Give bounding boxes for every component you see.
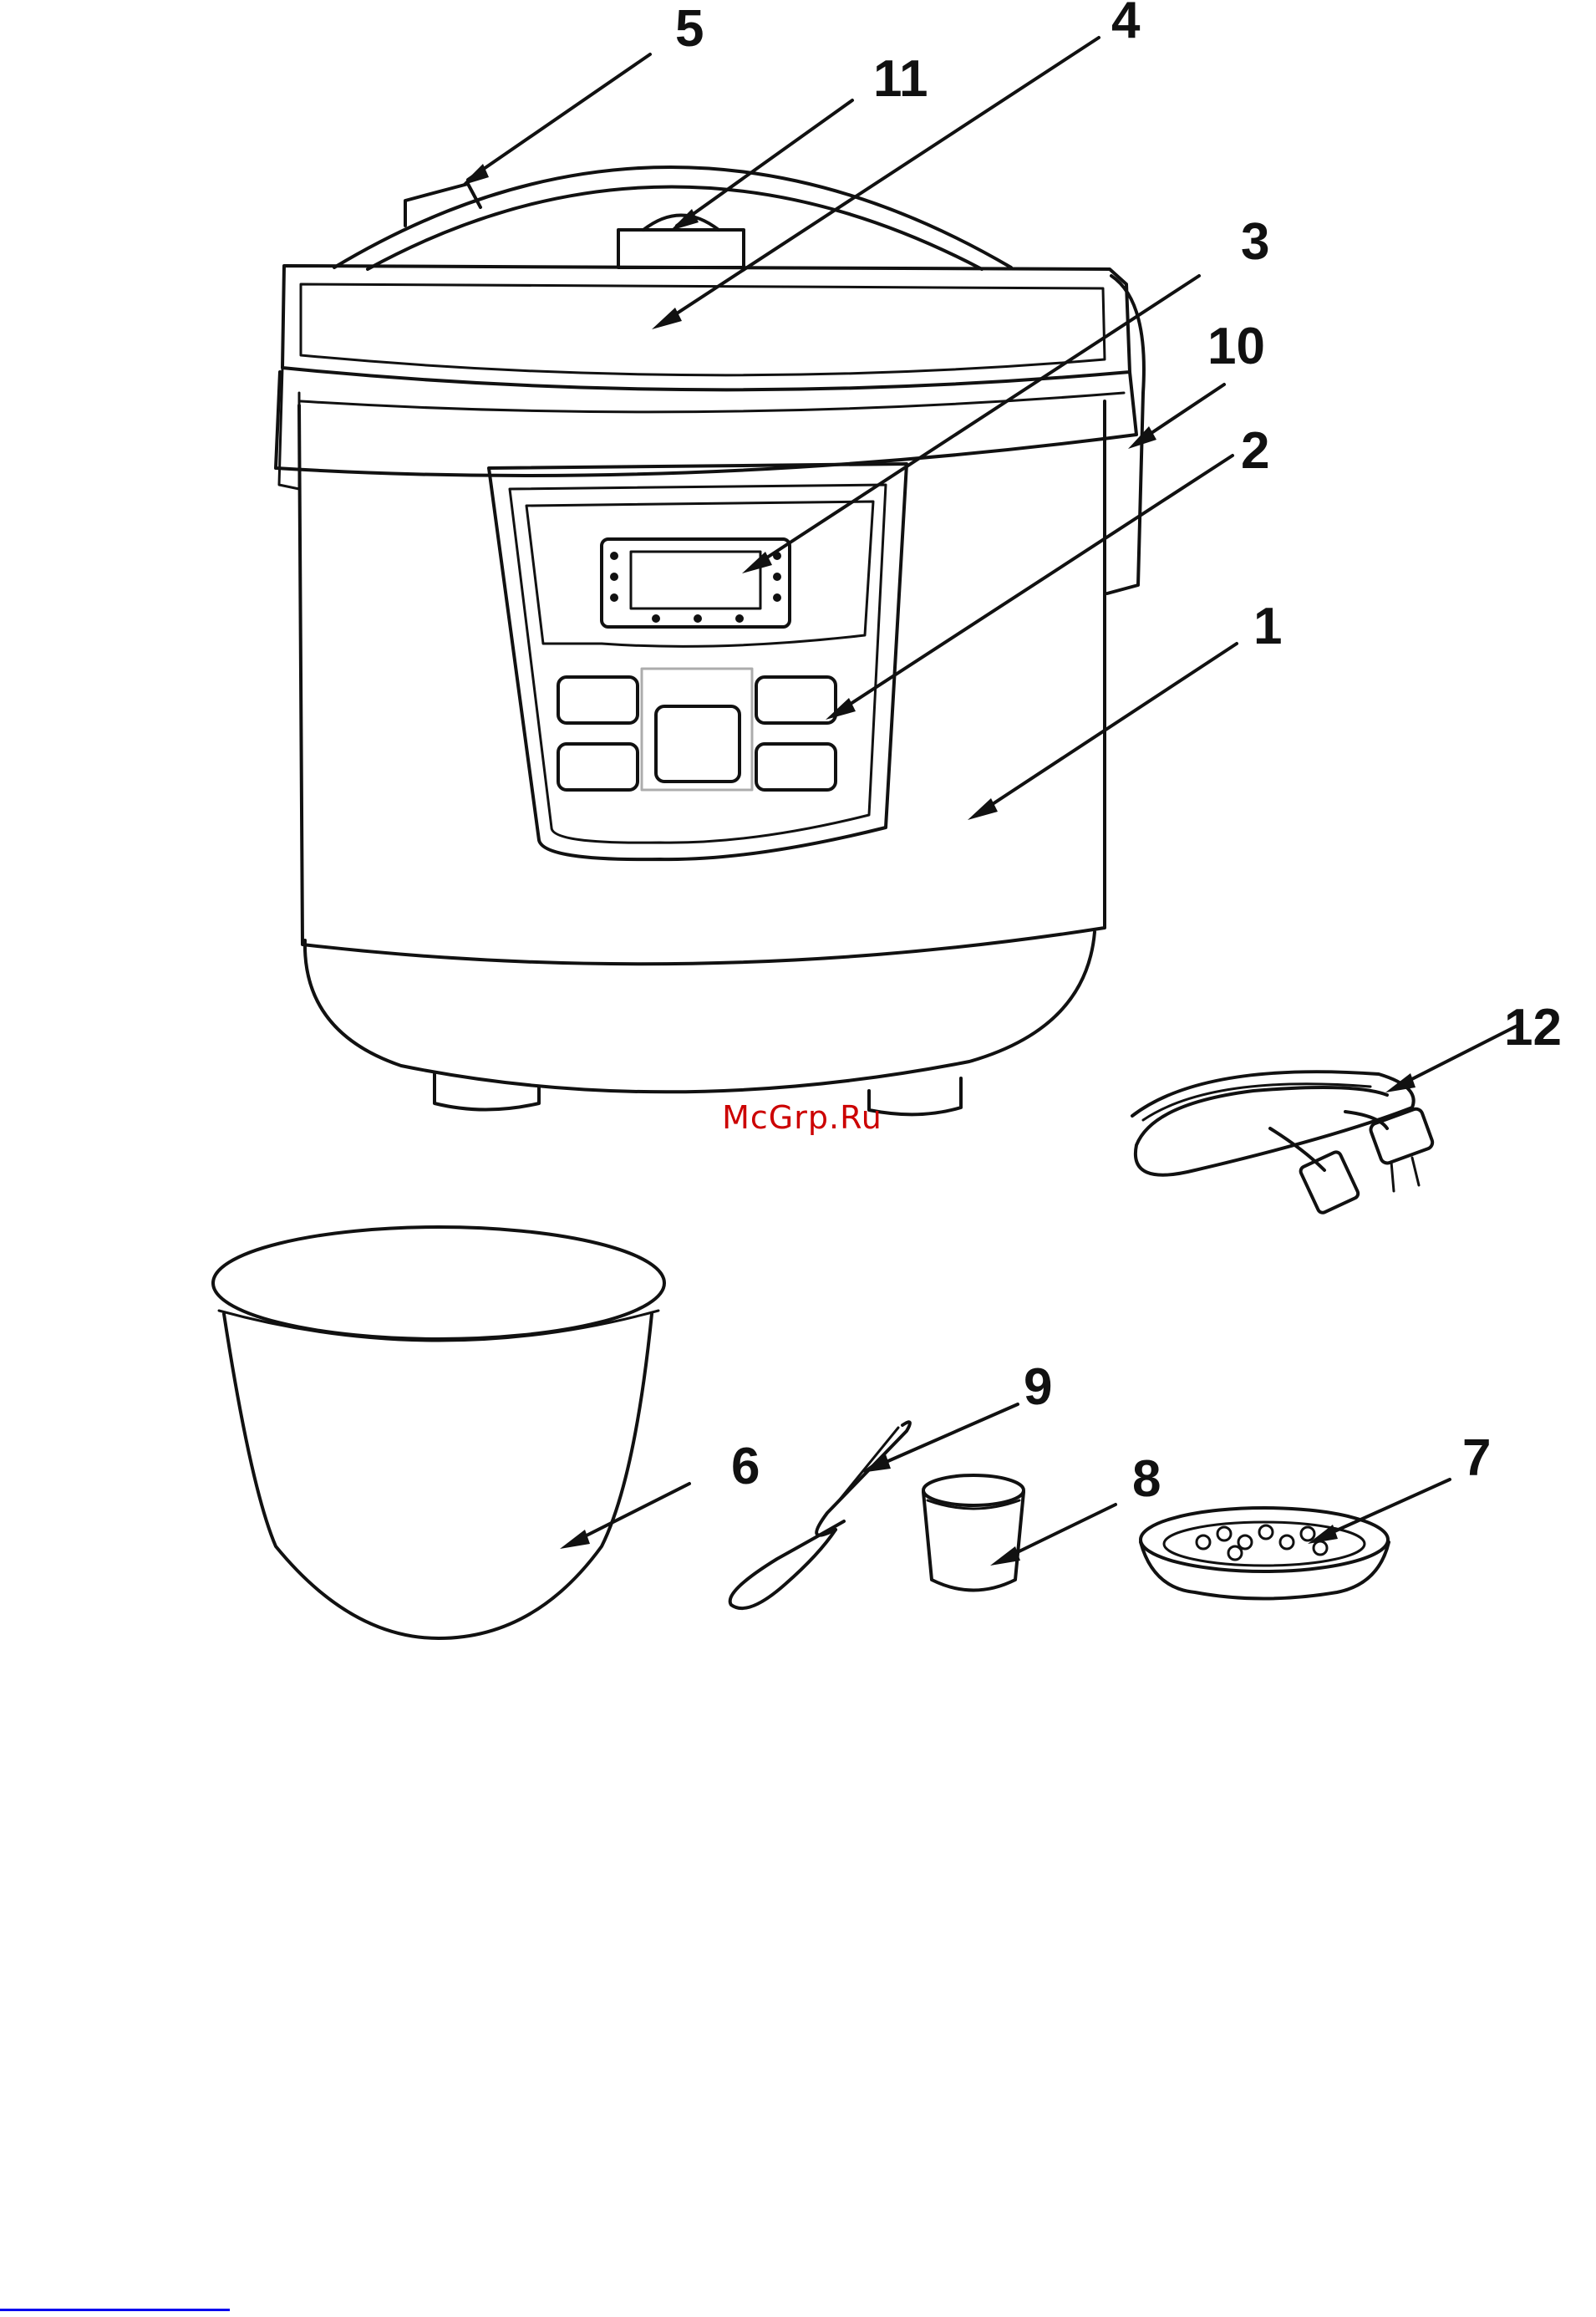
callout-12: 12	[1504, 999, 1562, 1057]
watermark: McGrp.Ru	[722, 1099, 882, 1136]
arrowhead-6	[560, 1530, 590, 1549]
footer-rule	[0, 2309, 230, 2311]
callout-4: 4	[1111, 0, 1141, 49]
callout-5: 5	[675, 0, 704, 58]
power-cord	[1132, 1072, 1434, 1215]
callout-8: 8	[1132, 1450, 1161, 1508]
lid-release-button	[405, 184, 480, 226]
arrowhead-1	[968, 798, 998, 820]
control-panel	[489, 464, 907, 859]
steam-tray	[1141, 1508, 1389, 1599]
lcd-display	[602, 539, 790, 627]
callout-2: 2	[1241, 422, 1269, 480]
callout-7: 7	[1462, 1429, 1491, 1487]
callout-11: 11	[873, 50, 928, 108]
multicooker	[276, 167, 1144, 1114]
measuring-cup	[923, 1475, 1024, 1591]
callout-9: 9	[1024, 1358, 1052, 1416]
callout-3: 3	[1241, 213, 1269, 271]
callout-10: 10	[1207, 318, 1265, 375]
arrowhead-3	[742, 552, 772, 573]
callout-1: 1	[1253, 598, 1282, 655]
inner-bowl	[213, 1227, 664, 1638]
callout-6: 6	[731, 1438, 760, 1495]
arrowhead-4	[652, 308, 682, 329]
control-buttons	[558, 669, 836, 790]
arrowhead-2	[826, 698, 856, 720]
